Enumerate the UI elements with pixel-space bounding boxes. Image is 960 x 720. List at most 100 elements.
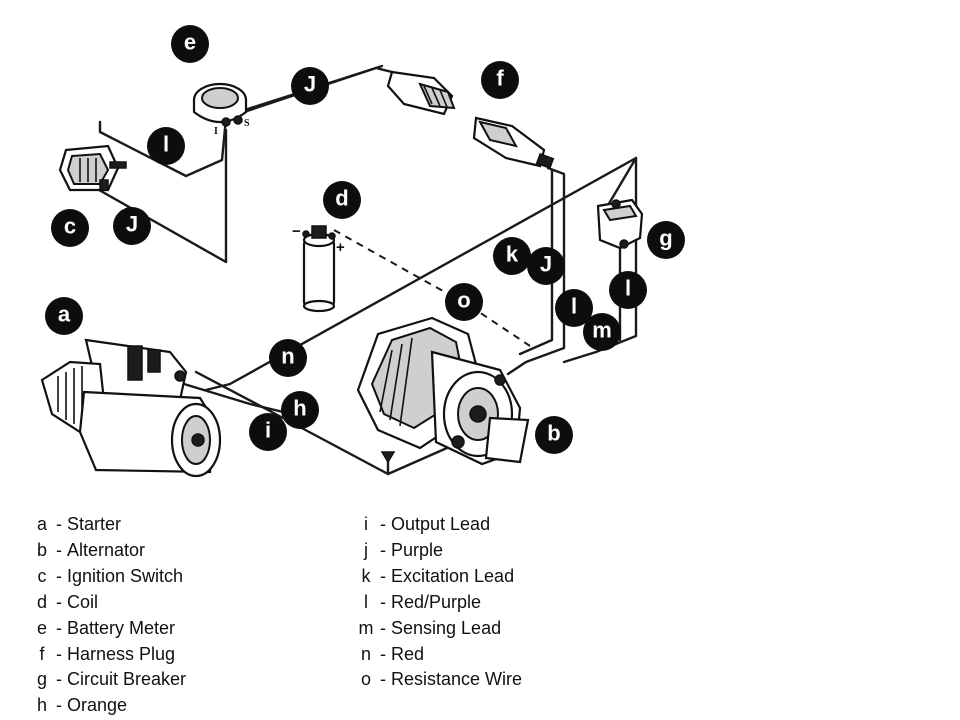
legend-key: h <box>36 695 47 716</box>
legend-label: Red/Purple <box>391 591 482 612</box>
ignition-switch <box>58 144 127 192</box>
svg-text:l: l <box>625 276 631 301</box>
wiring-diagram: I S − + <box>40 25 685 478</box>
legend-label: Output Lead <box>391 514 491 534</box>
svg-text:f: f <box>496 66 504 91</box>
wire-i-output <box>194 370 458 476</box>
legend-key: j <box>364 539 368 560</box>
callout-l-left: l <box>147 127 185 165</box>
legend-key: b <box>36 539 47 560</box>
callout-j-top: J <box>291 67 329 105</box>
legend-key: l <box>364 591 368 612</box>
legend-item-k: k-Excitation Lead <box>356 564 522 590</box>
callout-a: a <box>45 297 83 335</box>
legend-item-m: m-Sensing Lead <box>356 616 522 642</box>
svg-text:n: n <box>281 344 294 369</box>
coil-plus-label: + <box>336 239 345 256</box>
callout-d: d <box>323 181 361 219</box>
legend-label: Excitation Lead <box>391 565 515 586</box>
legend-label: Ignition Switch <box>67 565 184 586</box>
legend-item-a: a-Starter <box>32 512 186 538</box>
legend-key: g <box>36 669 47 690</box>
callout-g: g <box>647 221 685 259</box>
svg-text:J: J <box>126 212 138 237</box>
legend-item-o: o-Resistance Wire <box>356 667 522 693</box>
legend-label: Alternator <box>67 539 146 560</box>
alternator <box>356 316 530 466</box>
coil: − + <box>292 223 345 313</box>
legend-key: d <box>36 591 47 612</box>
legend-label: Sensing Lead <box>391 617 502 638</box>
wire-l-ignition <box>98 64 384 178</box>
wire-harness-down-2 <box>518 168 554 356</box>
legend-label: Battery Meter <box>67 617 176 638</box>
callout-l-mid: l <box>555 289 593 327</box>
legend-item-e: e-Battery Meter <box>32 616 186 642</box>
callout-n: n <box>269 339 307 377</box>
callout-f: f <box>481 61 519 99</box>
legend-label: Circuit Breaker <box>67 669 187 690</box>
legend-key: f <box>39 643 45 664</box>
circuit-breaker <box>596 198 644 250</box>
svg-text:J: J <box>540 252 552 277</box>
wire-n-red <box>204 156 638 392</box>
legend-item-f: f-Harness Plug <box>32 642 186 668</box>
svg-text:h: h <box>293 396 306 421</box>
callout-j-right: J <box>527 247 565 285</box>
legend-left-column: a-Starter b-Alternator c-Ignition Switch… <box>32 512 186 719</box>
battery-meter: I S <box>192 82 250 137</box>
wire-breaker-loop <box>562 156 638 364</box>
svg-text:b: b <box>547 421 560 446</box>
legend-item-n: n-Red <box>356 642 522 668</box>
callout-o: o <box>445 283 483 321</box>
legend-item-b: b-Alternator <box>32 538 186 564</box>
callout-b: b <box>535 416 573 454</box>
callout-k: k <box>493 237 531 275</box>
callout-m: m <box>583 313 621 351</box>
legend-label: Purple <box>391 539 444 560</box>
meter-terminal-i: I <box>214 126 218 137</box>
callout-h: h <box>281 391 319 429</box>
coil-minus-label: − <box>292 223 301 240</box>
legend-key: o <box>360 669 371 690</box>
svg-text:k: k <box>506 242 519 267</box>
svg-text:J: J <box>304 72 316 97</box>
legend-label: Coil <box>67 591 99 612</box>
callout-e: e <box>171 25 209 63</box>
svg-text:m: m <box>592 318 612 343</box>
legend-label: Starter <box>67 514 122 534</box>
legend-item-j: j-Purple <box>356 538 522 564</box>
harness-plug <box>386 70 555 170</box>
legend-item-g: g-Circuit Breaker <box>32 667 186 693</box>
legend-label: Red <box>391 643 425 664</box>
svg-text:l: l <box>571 294 577 319</box>
meter-terminal-s: S <box>244 118 250 129</box>
callout-c: c <box>51 209 89 247</box>
svg-text:e: e <box>184 30 196 55</box>
callout-i: i <box>249 413 287 451</box>
svg-text:c: c <box>64 214 76 239</box>
callout-j-left: J <box>113 207 151 245</box>
svg-text:d: d <box>335 186 348 211</box>
legend-key: k <box>361 565 371 586</box>
legend-key: i <box>364 514 368 534</box>
callout-l-right: l <box>609 271 647 309</box>
svg-text:a: a <box>58 302 71 327</box>
legend-item-l: l-Red/Purple <box>356 590 522 616</box>
legend-label: Orange <box>67 695 128 716</box>
svg-text:l: l <box>163 132 169 157</box>
legend-key: m <box>358 617 374 638</box>
legend-item-c: c-Ignition Switch <box>32 564 186 590</box>
legend-key: c <box>37 565 47 586</box>
svg-text:o: o <box>457 288 470 313</box>
legend-item-d: d-Coil <box>32 590 186 616</box>
legend-key: a <box>36 514 47 534</box>
wire-harness-down <box>506 166 566 376</box>
legend-right-column: i-Output Lead j-Purple k-Excitation Lead… <box>356 512 523 693</box>
wire-j-top <box>230 66 394 116</box>
legend-key: n <box>360 643 371 664</box>
svg-text:g: g <box>659 226 672 251</box>
legend-label: Resistance Wire <box>391 669 523 690</box>
starter <box>40 338 222 478</box>
legend-item-h: h-Orange <box>32 693 186 719</box>
